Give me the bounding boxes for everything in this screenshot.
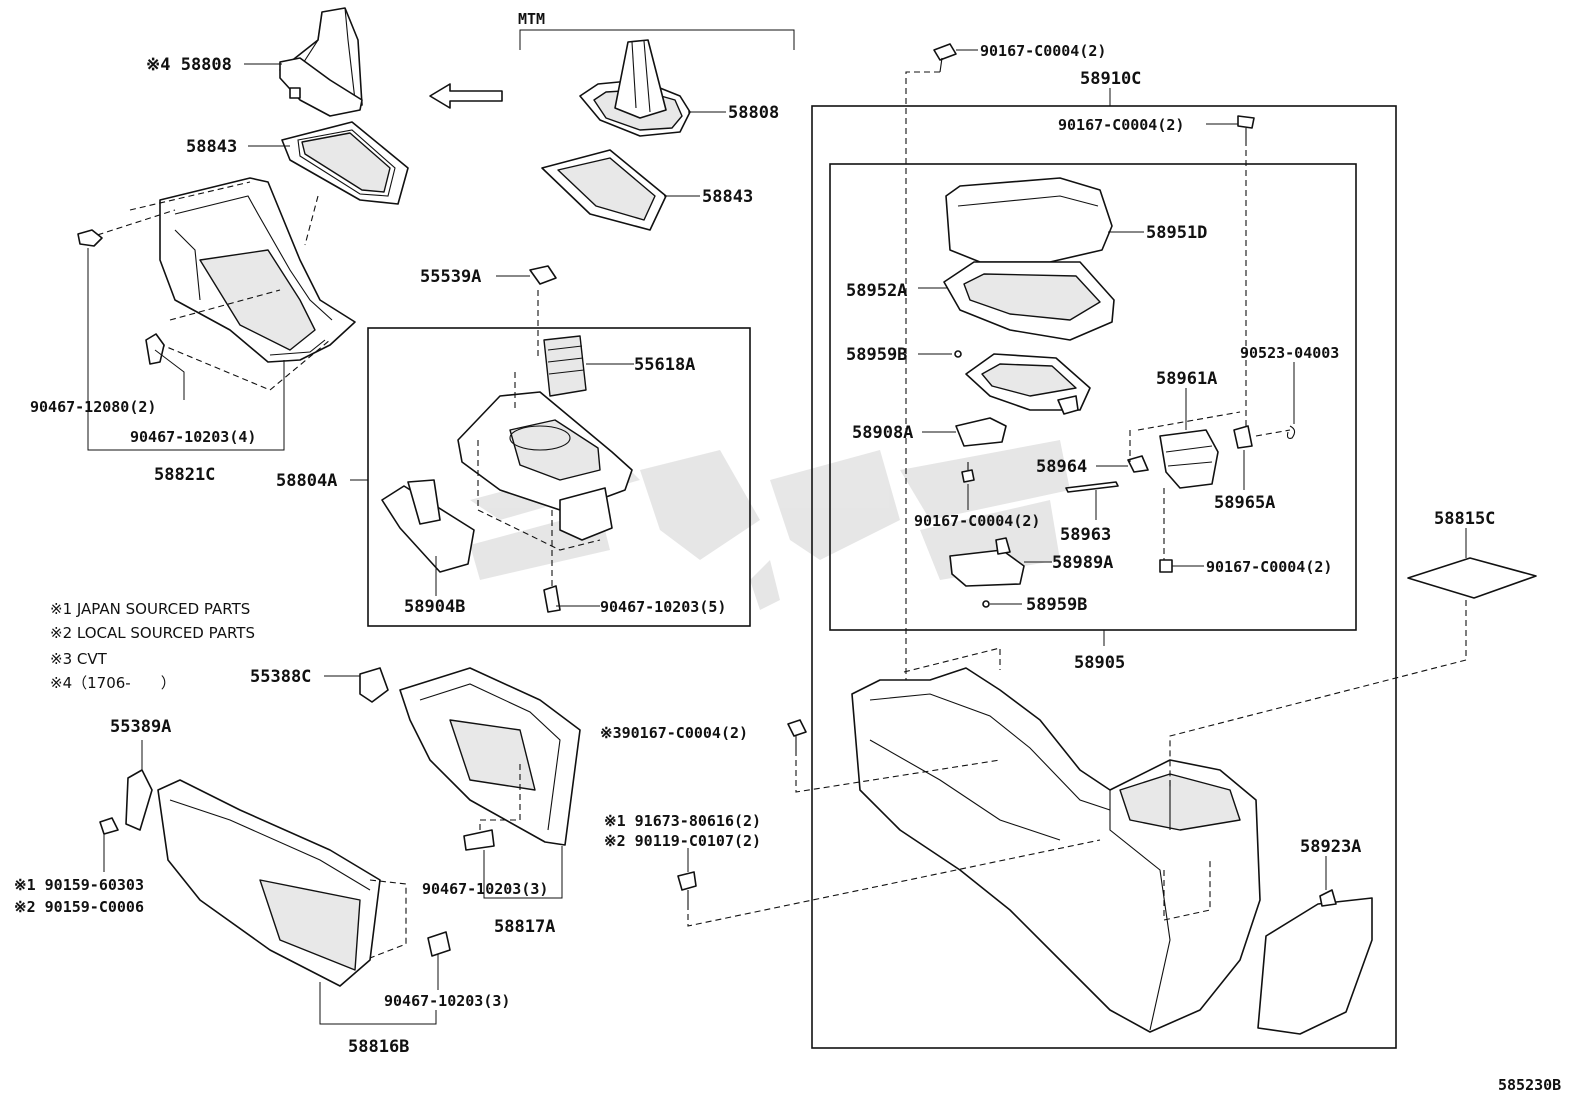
label-58910c: 58910C bbox=[1080, 69, 1141, 89]
clip-90467-10203-panel bbox=[463, 829, 495, 851]
shift-boot-58808-left bbox=[279, 7, 363, 117]
label-58804a: 58804A bbox=[276, 471, 337, 491]
label-90467-10203-3b: 90467-10203(3) bbox=[384, 992, 510, 1010]
watermark-logo bbox=[470, 440, 1070, 610]
label-58952a: 58952A bbox=[846, 281, 907, 301]
label-58808-left: ※4 58808 bbox=[146, 55, 232, 75]
screw-90159 bbox=[99, 817, 119, 835]
cover-58989a bbox=[949, 537, 1025, 587]
screw-58959b-upper bbox=[954, 350, 962, 358]
screw-90167-mid bbox=[961, 462, 975, 483]
label-58843-right: 58843 bbox=[702, 187, 753, 207]
label-90167-cvt: ※390167-C0004(2) bbox=[600, 724, 748, 742]
rod-58963 bbox=[1065, 481, 1119, 493]
label-90159-2: ※2 90159-C0006 bbox=[14, 898, 144, 916]
label-58843-left: 58843 bbox=[186, 137, 237, 157]
cover-58923a bbox=[1257, 889, 1373, 1035]
label-58908a: 58908A bbox=[852, 423, 913, 443]
label-58923a: 58923A bbox=[1300, 837, 1361, 857]
label-58961a: 58961A bbox=[1156, 369, 1217, 389]
tray-58904b bbox=[381, 479, 475, 573]
label-55388c: 55388C bbox=[250, 667, 311, 687]
console-body-58910c bbox=[851, 667, 1261, 1033]
label-58815c: 58815C bbox=[1434, 509, 1495, 529]
assembly-box-58905 bbox=[829, 163, 1357, 631]
note-3: ※3 CVT bbox=[50, 650, 108, 668]
label-58959b-2: 58959B bbox=[1026, 595, 1087, 615]
clip-55539a bbox=[529, 265, 557, 285]
latch-58908a bbox=[955, 417, 1007, 447]
pin-58964 bbox=[1127, 455, 1149, 473]
clip-55389a bbox=[125, 769, 153, 831]
bolt-90167-box bbox=[1237, 115, 1255, 140]
bezel-58843-left bbox=[281, 121, 409, 205]
side-panel-58817a bbox=[399, 667, 581, 846]
labels: ※4 58808 58843 MTM 58808 58843 90467-120… bbox=[14, 10, 1561, 1094]
label-58808-right: 58808 bbox=[728, 103, 779, 123]
tray-inner bbox=[965, 353, 1091, 415]
note-4: ※4（1706- ） bbox=[50, 674, 176, 692]
label-58816b: 58816B bbox=[348, 1037, 409, 1057]
label-90159-1: ※1 90159-60303 bbox=[14, 876, 144, 894]
clip-90467-12080 bbox=[77, 229, 103, 247]
label-58817a: 58817A bbox=[494, 917, 555, 937]
label-58951d: 58951D bbox=[1146, 223, 1207, 243]
label-58821c: 58821C bbox=[154, 465, 215, 485]
spring-90523 bbox=[1286, 425, 1296, 439]
diagram-code: 585230B bbox=[1498, 1076, 1561, 1094]
label-58963: 58963 bbox=[1060, 525, 1111, 545]
label-58905: 58905 bbox=[1074, 653, 1125, 673]
clip-90467-10203-center bbox=[543, 585, 561, 613]
label-55539a: 55539A bbox=[420, 267, 481, 287]
bolt-90167-right bbox=[1159, 559, 1173, 573]
label-55389a: 55389A bbox=[110, 717, 171, 737]
label-58964: 58964 bbox=[1036, 457, 1087, 477]
note-1: ※1 JAPAN SOURCED PARTS bbox=[50, 600, 250, 618]
clip-55388c bbox=[359, 667, 389, 703]
lid-frame-58952a bbox=[943, 261, 1115, 341]
hinge-58961a bbox=[1159, 429, 1219, 489]
side-panel-58816b bbox=[157, 779, 381, 987]
notes-legend: ※1 JAPAN SOURCED PARTS ※2 LOCAL SOURCED … bbox=[50, 600, 255, 692]
note-2: ※2 LOCAL SOURCED PARTS bbox=[50, 624, 255, 642]
clip-90467-10203-upper bbox=[145, 333, 165, 365]
label-90167-top: 90167-C0004(2) bbox=[980, 42, 1106, 60]
bolt-90167-cvt bbox=[787, 719, 807, 750]
insert-55618a bbox=[543, 335, 587, 397]
label-90523: 90523-04003 bbox=[1240, 344, 1339, 362]
assembly-box-58804a bbox=[367, 327, 751, 627]
label-90119: ※2 90119-C0107(2) bbox=[604, 832, 761, 850]
label-55618a: 55618A bbox=[634, 355, 695, 375]
label-91673: ※1 91673-80616(2) bbox=[604, 812, 761, 830]
direction-arrow bbox=[429, 83, 503, 109]
bracket-58965a bbox=[1233, 425, 1253, 449]
bolt-90167-top bbox=[933, 43, 957, 73]
label-mtm: MTM bbox=[518, 10, 545, 28]
pad-58815c bbox=[1407, 557, 1537, 599]
console-panel-58821c bbox=[159, 177, 356, 363]
bolt-91673 bbox=[677, 871, 697, 904]
label-58904b: 58904B bbox=[404, 597, 465, 617]
label-58989a: 58989A bbox=[1052, 553, 1113, 573]
label-90467-10203-5: 90467-10203(5) bbox=[600, 598, 726, 616]
label-90467-12080: 90467-12080(2) bbox=[30, 398, 156, 416]
clip-90467-10203-lower bbox=[427, 931, 451, 957]
shift-boot-58808-mtm bbox=[579, 39, 691, 137]
label-90167-right: 90167-C0004(2) bbox=[1206, 558, 1332, 576]
label-58959b-1: 58959B bbox=[846, 345, 907, 365]
label-90467-10203-4: 90467-10203(4) bbox=[130, 428, 256, 446]
screw-58959b-lower bbox=[982, 600, 990, 608]
cup-holder-58804a bbox=[457, 391, 633, 541]
assembly-box-58910c bbox=[811, 105, 1397, 1049]
label-58965a: 58965A bbox=[1214, 493, 1275, 513]
armrest-58951d bbox=[945, 177, 1113, 263]
label-90167-box: 90167-C0004(2) bbox=[1058, 116, 1184, 134]
label-90467-10203-3a: 90467-10203(3) bbox=[422, 880, 548, 898]
label-90167-mid: 90167-C0004(2) bbox=[914, 512, 1040, 530]
bezel-58843-mtm bbox=[541, 149, 667, 231]
